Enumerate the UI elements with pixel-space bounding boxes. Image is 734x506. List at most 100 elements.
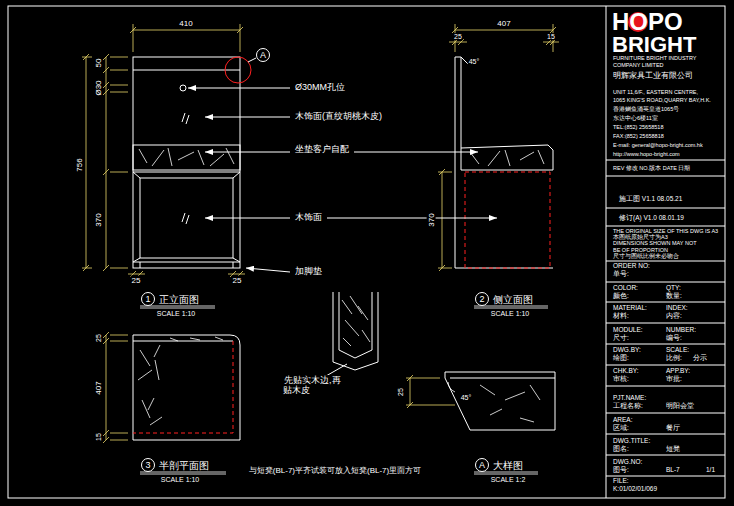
dimension-value-slot: 25: [95, 333, 103, 343]
title-block-text: PJT.NAME:: [612, 394, 647, 401]
title-block-text-slot: 比例:: [665, 354, 683, 361]
title-block-text-slot: 香港鲗鱼涌英皇道1065号: [612, 106, 680, 112]
title-block-text: 香港鲗鱼涌英皇道1065号: [612, 106, 680, 112]
title-block-text: 施工图 V1.1 08.05.21: [618, 195, 683, 202]
title-block-text-slot: DWG.NO:: [612, 458, 643, 465]
view-caption-slot: SCALE 1:2: [490, 476, 527, 484]
title-block-text: INDEX:: [665, 304, 689, 311]
title-block-text: SCALE:: [665, 346, 690, 353]
dimension-value: 25: [397, 387, 404, 397]
title-block-text-slot: PJT.NAME:: [612, 394, 647, 401]
title-block-text-slot: FILE:: [612, 477, 630, 484]
title-block-text-slot: DWG.TITLE:: [612, 437, 651, 444]
note-text: 加脚垫: [294, 266, 323, 276]
note-text-slot: 先贴实木边,再贴木皮: [283, 376, 343, 396]
callout-number: 1: [145, 295, 150, 304]
title-block-text: 编号:: [665, 334, 683, 341]
title-block-text: REV 修改 NO.版本 DATE 日期: [612, 165, 691, 171]
title-block-text: http://www.hopo-bright.com: [612, 151, 681, 157]
note-text-slot: 木饰面: [294, 213, 323, 223]
dimension-value: 756: [75, 157, 84, 172]
title-block-text-slot: NUMBER:: [665, 326, 697, 333]
title-block-text: 材料:: [612, 312, 630, 319]
dimension-value-slot: 25: [131, 277, 142, 286]
dimension-value-slot: 370: [95, 212, 104, 227]
view-caption-slot: SCALE 1:10: [490, 310, 531, 318]
dimension-value-slot: 15: [546, 33, 556, 41]
note-text: 坐垫客户自配: [294, 144, 350, 154]
title-block-text-slot: DIMENSIONS SHOWN MAY NOT: [612, 240, 698, 246]
view-caption: SCALE 1:10: [160, 476, 201, 483]
title-block-text: 尺寸:: [612, 334, 630, 341]
note-text-slot: 坐垫客户自配: [294, 145, 350, 155]
view-caption: 正立面图: [158, 294, 200, 305]
view-caption-slot: SCALE 1:10: [160, 476, 201, 484]
title-block-text: ORDER NO:: [612, 262, 651, 269]
title-block-text: FURNITURE BRIGHT INDUSTRY: [612, 55, 698, 61]
half-section-plan: [133, 335, 240, 440]
title-block-text-slot: 工程名称:: [612, 402, 644, 409]
title-block-text-slot: http://www.hopo-bright.com: [612, 151, 681, 157]
dimension-value-slot: 25: [453, 33, 463, 41]
callout-circle: 2: [475, 292, 489, 306]
dimension-value-slot: 407: [95, 380, 104, 395]
title-block-text-slot: TEL:(852) 25658518: [612, 124, 664, 130]
title-block-text-slot: 内容:: [665, 312, 683, 319]
title-block-text: FILE:: [612, 477, 630, 484]
note-text: 先贴实木边,再贴木皮: [283, 375, 341, 395]
title-block-text-slot: INDEX:: [665, 304, 689, 311]
title-block-text: UNIT 11,6/F., EASTERN CENTRE,: [612, 89, 699, 95]
title-block-text: 区域:: [612, 424, 630, 431]
detail-mark: [225, 57, 251, 83]
callout-circle: 1: [141, 292, 155, 306]
logo-text: BRIGHT: [612, 32, 696, 57]
note-text-slot: 与短凳(BL-7)平齐试装可放入短凳(BL-7)里面方可: [248, 467, 422, 476]
view-caption: SCALE 1:10: [490, 310, 531, 317]
note-text-slot: 加脚垫: [294, 267, 323, 277]
dimension-value: 45°: [460, 394, 473, 401]
title-block-text: 图名:: [612, 445, 630, 452]
title-block-text-slot: 绘图:: [612, 354, 630, 361]
dimensions: [82, 24, 559, 443]
dimension-value-slot: 15: [95, 432, 103, 442]
dimension-value: 15: [95, 432, 102, 442]
hidden-outline: [465, 172, 550, 268]
title-block-text-slot: ORDER NO:: [612, 262, 651, 269]
title-block-text: NUMBER:: [665, 326, 697, 333]
callout-number: A: [260, 51, 266, 60]
title-block-text-slot: 尺寸:: [612, 334, 630, 341]
view-caption-slot: 大样图: [492, 460, 524, 471]
title-block-text-slot: 1/1: [705, 466, 716, 473]
title-block-text: COLOR:: [612, 284, 639, 291]
title-block-text: QTY:: [665, 284, 682, 291]
title-block-text-slot: 单号:: [612, 270, 630, 277]
dimension-value-slot: 45°: [460, 394, 473, 402]
dimension-value-slot: 370: [428, 212, 437, 227]
title-block-text: K:01/02/01/069: [612, 485, 658, 492]
note-text-slot: 木饰面(直纹胡桃木皮): [294, 112, 383, 122]
title-block-text: MODULE:: [612, 326, 644, 333]
title-block-text: 1/1: [705, 466, 716, 473]
title-block-text-slot: 1065 KING'S ROAD,QUARRY BAY,H.K.: [612, 97, 712, 103]
title-block-text-slot: QTY:: [665, 284, 682, 291]
title-block-text-slot: COMPANY LIMITED: [612, 62, 665, 68]
view-caption-slot: 正立面图: [158, 294, 200, 305]
callout-circle: A: [256, 48, 270, 62]
view-caption-slot: 半剖平面图: [158, 460, 210, 471]
title-block-text-slot: FURNITURE BRIGHT INDUSTRY: [612, 55, 698, 61]
title-block-text: 东达中心6楼11室: [612, 115, 659, 121]
note-text: 木饰面(直纹胡桃木皮): [294, 111, 383, 121]
title-block-text: APP.BY:: [665, 367, 691, 374]
title-block-text-slot: E-mail: general@hopo-bright.com.hk: [612, 142, 704, 148]
title-block-text-slot: 编号:: [665, 334, 683, 341]
title-block-text: 明辉家具工业有限公司: [612, 71, 694, 80]
title-block-text: 修订(A) V1.0 08.01.19: [618, 214, 685, 221]
title-block-text-slot: 尺寸与图纸比例未必吻合: [612, 253, 680, 259]
title-block-text: 内容:: [665, 312, 683, 319]
side-elevation: [455, 57, 553, 268]
callout-number: 2: [479, 295, 484, 304]
title-block-text-slot: FAX:(852) 25658818: [612, 133, 665, 139]
title-block-text: 1065 KING'S ROAD,QUARRY BAY,H.K.: [612, 97, 712, 103]
callout-number: A: [479, 461, 485, 470]
dimension-value: 25: [131, 276, 142, 285]
